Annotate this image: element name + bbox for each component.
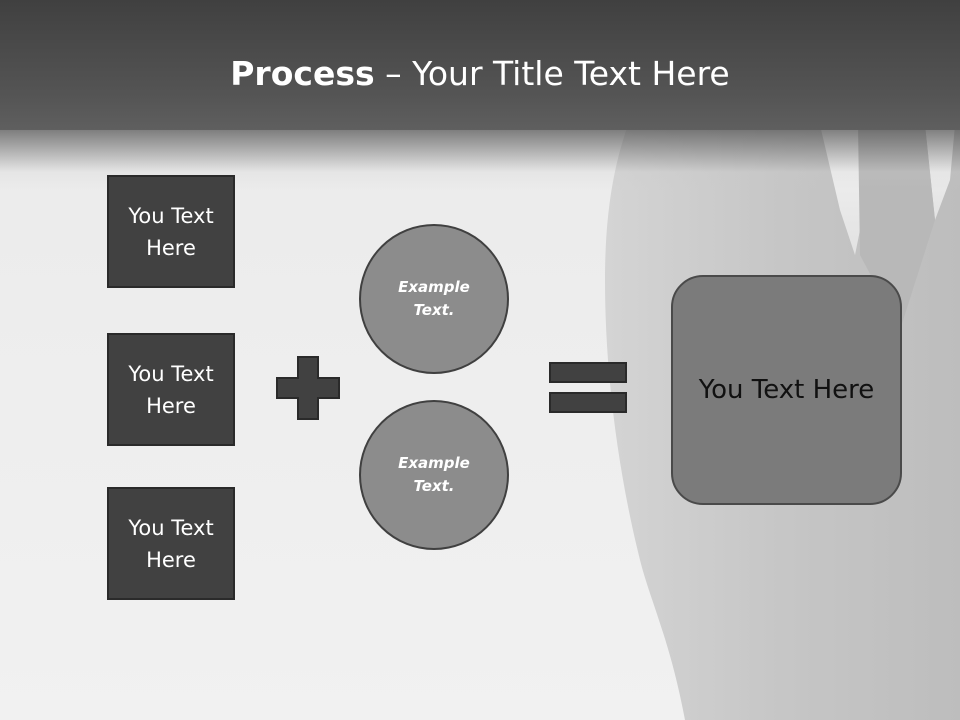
example-circle-2-label: Example Text. xyxy=(398,454,470,495)
title-bar xyxy=(0,0,960,130)
text-box-3: You Text Here xyxy=(107,487,235,600)
result-box: You Text Here xyxy=(671,275,902,505)
slide-title: Process – Your Title Text Here xyxy=(0,52,960,96)
equals-bar-top xyxy=(549,362,627,383)
plus-icon xyxy=(276,356,340,420)
text-box-2: You Text Here xyxy=(107,333,235,446)
result-box-label: You Text Here xyxy=(698,375,875,405)
text-box-3-label: You Text Here xyxy=(128,515,214,572)
text-box-1: You Text Here xyxy=(107,175,235,288)
slide-title-bold: Process xyxy=(230,54,375,93)
text-box-2-label: You Text Here xyxy=(128,361,214,418)
example-circle-1-label: Example Text. xyxy=(398,278,470,319)
equals-bar-bottom xyxy=(549,392,627,413)
example-circle-1: Example Text. xyxy=(359,224,509,374)
example-circle-2: Example Text. xyxy=(359,400,509,550)
text-box-1-label: You Text Here xyxy=(128,203,214,260)
slide-title-rest: – Your Title Text Here xyxy=(374,54,730,93)
